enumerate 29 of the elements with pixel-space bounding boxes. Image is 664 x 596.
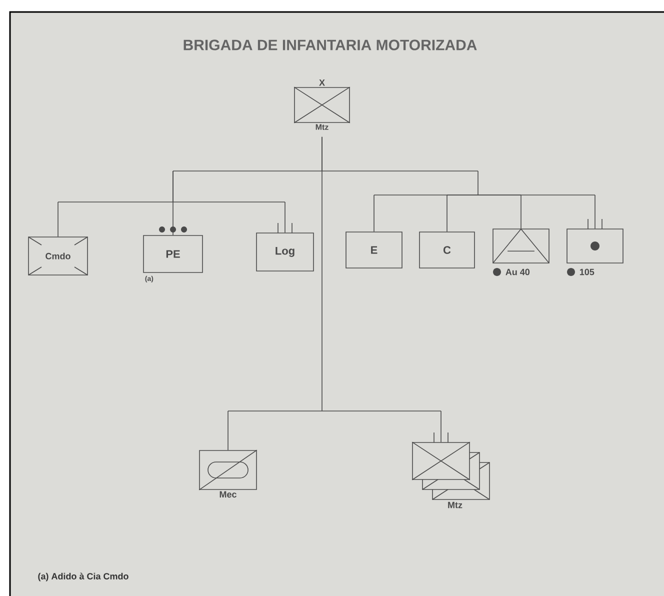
connector-line <box>172 170 322 172</box>
unit-symbol-box: C <box>419 232 475 268</box>
node-label: Mec <box>220 491 236 498</box>
connector-line <box>322 170 478 172</box>
connector-line <box>228 410 322 412</box>
connector-line <box>172 170 174 236</box>
node-label: X <box>319 80 325 86</box>
unit-symbol-box: Cmdo <box>28 236 88 276</box>
unit-symbol-box: X Mtz <box>294 80 350 130</box>
unit-symbol-box: E <box>346 232 402 268</box>
title: BRIGADA DE INFANTARIA MOTORIZADA <box>184 40 477 50</box>
connector-line <box>446 194 478 196</box>
unit-symbol-box: Au 40 <box>492 228 550 276</box>
connector-line <box>594 194 596 229</box>
connector-line <box>322 410 442 412</box>
node-label: Au 40 <box>506 268 530 276</box>
node-label: Mtz <box>316 124 328 130</box>
connector-line <box>446 194 448 232</box>
footnote: (a) Adido à Cia Cmdo <box>38 572 128 582</box>
connector-line <box>520 194 522 229</box>
connector-line <box>440 410 442 442</box>
connector-line <box>284 202 286 233</box>
node-label: 105 <box>580 268 594 276</box>
node-label: Mtz <box>448 502 462 508</box>
unit-symbol-box: Mec <box>198 450 258 498</box>
unit-symbol-box: Log <box>256 222 314 272</box>
connector-line <box>478 194 596 196</box>
unit-symbol-drawing: Mtz <box>412 432 490 508</box>
unit-symbol-box: 105 <box>566 218 624 276</box>
